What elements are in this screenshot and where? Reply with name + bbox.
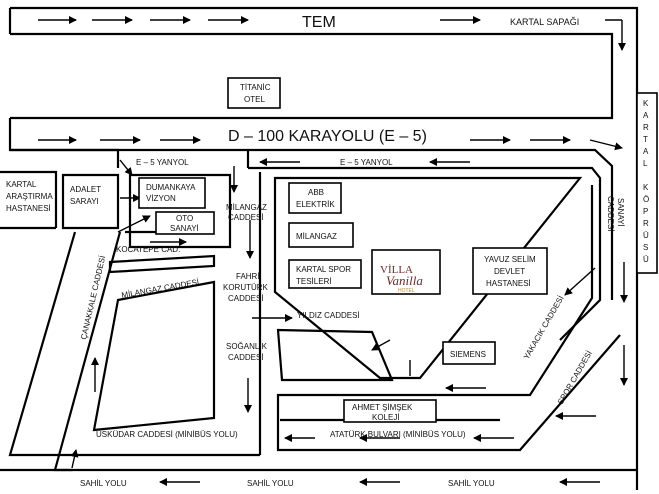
kartal-koprusu-box: [636, 92, 658, 274]
svg-text:P: P: [643, 207, 648, 216]
villa-label-2: Vanilla: [386, 273, 423, 288]
kocatepe-label: KOCATEPE CAD.: [116, 245, 180, 254]
siemens-label: SIEMENS: [450, 350, 486, 359]
svg-text:K: K: [643, 99, 649, 108]
titanic-label-1: TİTANİC: [240, 83, 271, 92]
yavuz-label-2: DEVLET: [494, 267, 525, 276]
kartal-arastirma-label-2: ARAŞTIRMA: [6, 192, 53, 201]
central-block: [273, 176, 621, 452]
abb-label-1: ABB: [308, 188, 324, 197]
yildiz-caddesi-label: YILDIZ CADDESİ: [297, 311, 360, 320]
svg-text:T: T: [643, 135, 648, 144]
sahil-yolu-mid-label: SAHİL YOLU: [247, 479, 294, 488]
fahri-label-2: KORUTÜRK: [223, 283, 269, 292]
yavuz-selim-box: [472, 247, 548, 295]
kartal-koprusu-label: K A R T A L K Ö P R Ü S Ü: [643, 99, 649, 264]
fahri-label-3: CADDESİ: [228, 294, 264, 303]
sanayi-label-2: CADDESİ: [606, 196, 615, 232]
kartal-spor-label-2: TESİLERİ: [296, 277, 332, 286]
villa-label-1: VİLLA: [380, 264, 413, 276]
ataturk-bulvari-label: ATATÜRK BULVARI (MİNİBÜS YOLU): [330, 430, 466, 439]
d100-highway: [8, 118, 614, 341]
abb-label-2: ELEKTRİK: [296, 200, 335, 209]
svg-text:S: S: [643, 243, 648, 252]
e5-yanyol-left-label: E – 5 YANYOL: [136, 158, 189, 167]
e5-yanyol-right-label: E – 5 YANYOL: [340, 158, 393, 167]
dumankaya-box: [138, 177, 206, 209]
sahil-yolu-left-label: SAHİL YOLU: [80, 479, 127, 488]
svg-text:Ö: Ö: [643, 195, 649, 204]
ahmet-simsek-label-1: AHMET ŞİMŞEK: [352, 403, 413, 412]
svg-text:Ü: Ü: [643, 255, 649, 264]
yavuz-label-3: HASTANESİ: [486, 279, 531, 288]
kartal-sapagi-label: KARTAL SAPAĞI: [510, 17, 579, 27]
kartal-arastirma-label-3: HASTANESİ: [6, 204, 51, 213]
oto-sanayi-box: [155, 211, 215, 235]
adalet-label-1: ADALET: [70, 185, 101, 194]
tem-label: TEM: [302, 14, 336, 31]
svg-text:A: A: [643, 147, 649, 156]
villa-label-3: HOTEL: [398, 288, 415, 294]
villa-vanilla-box: [371, 249, 441, 295]
sahil-yolu-right-label: SAHİL YOLU: [448, 479, 495, 488]
svg-text:K: K: [643, 183, 649, 192]
milangaz-caddesi-label-2: CADDESİ: [228, 213, 264, 222]
adalet-label-2: SARAYI: [70, 197, 99, 206]
soganlik-label-2: CADDESİ: [228, 353, 264, 362]
tem-highway: [8, 6, 639, 490]
milangaz-caddesi-label-1: MİLANGAZ: [226, 203, 267, 212]
svg-text:Ü: Ü: [643, 231, 649, 240]
titanic-label-2: OTEL: [244, 95, 265, 104]
spor-caddesi-label: SPOR CADDESİ: [556, 349, 594, 406]
oto-label-2: SANAYİ: [170, 224, 199, 233]
milangaz-label: MİLANGAZ: [296, 232, 337, 241]
titanic-otel-box: [227, 77, 281, 109]
left-roads: [0, 170, 262, 472]
sanayi-label-1: SANAYİ: [616, 198, 625, 227]
svg-text:R: R: [643, 219, 649, 228]
dumankaya-label-1: DUMANKAYA: [146, 183, 196, 192]
kartal-spor-box: [288, 259, 362, 289]
siemens-box: [442, 341, 496, 365]
yavuz-label-1: YAVUZ SELİM: [484, 255, 536, 264]
svg-text:L: L: [643, 159, 648, 168]
kartal-arastirma-label-1: KARTAL: [6, 180, 37, 189]
dumankaya-label-2: VİZYON: [146, 194, 176, 203]
ahmet-simsek-box: [343, 399, 437, 423]
milangaz-caddesi-diag-label: MİLANGAZ CADDESİ: [121, 277, 200, 300]
svg-text:A: A: [643, 111, 649, 120]
direction-arrows: [38, 16, 628, 486]
ahmet-simsek-label-2: KOLEJİ: [372, 413, 400, 422]
milangaz-box: [288, 222, 354, 248]
uskudar-caddesi-label: ÜSKÜDAR CADDESİ (MİNİBÜS YOLU): [96, 430, 238, 439]
svg-text:R: R: [643, 123, 649, 132]
abb-elektrik-box: [288, 182, 342, 214]
d100-label: D – 100 KARAYOLU (E – 5): [228, 128, 427, 145]
soganlik-label-1: SOĞANLIK: [226, 342, 268, 351]
kartal-spor-label-1: KARTAL SPOR: [296, 265, 351, 274]
fahri-label-1: FAHRİ: [236, 272, 260, 281]
oto-label-1: OTO: [176, 214, 193, 223]
